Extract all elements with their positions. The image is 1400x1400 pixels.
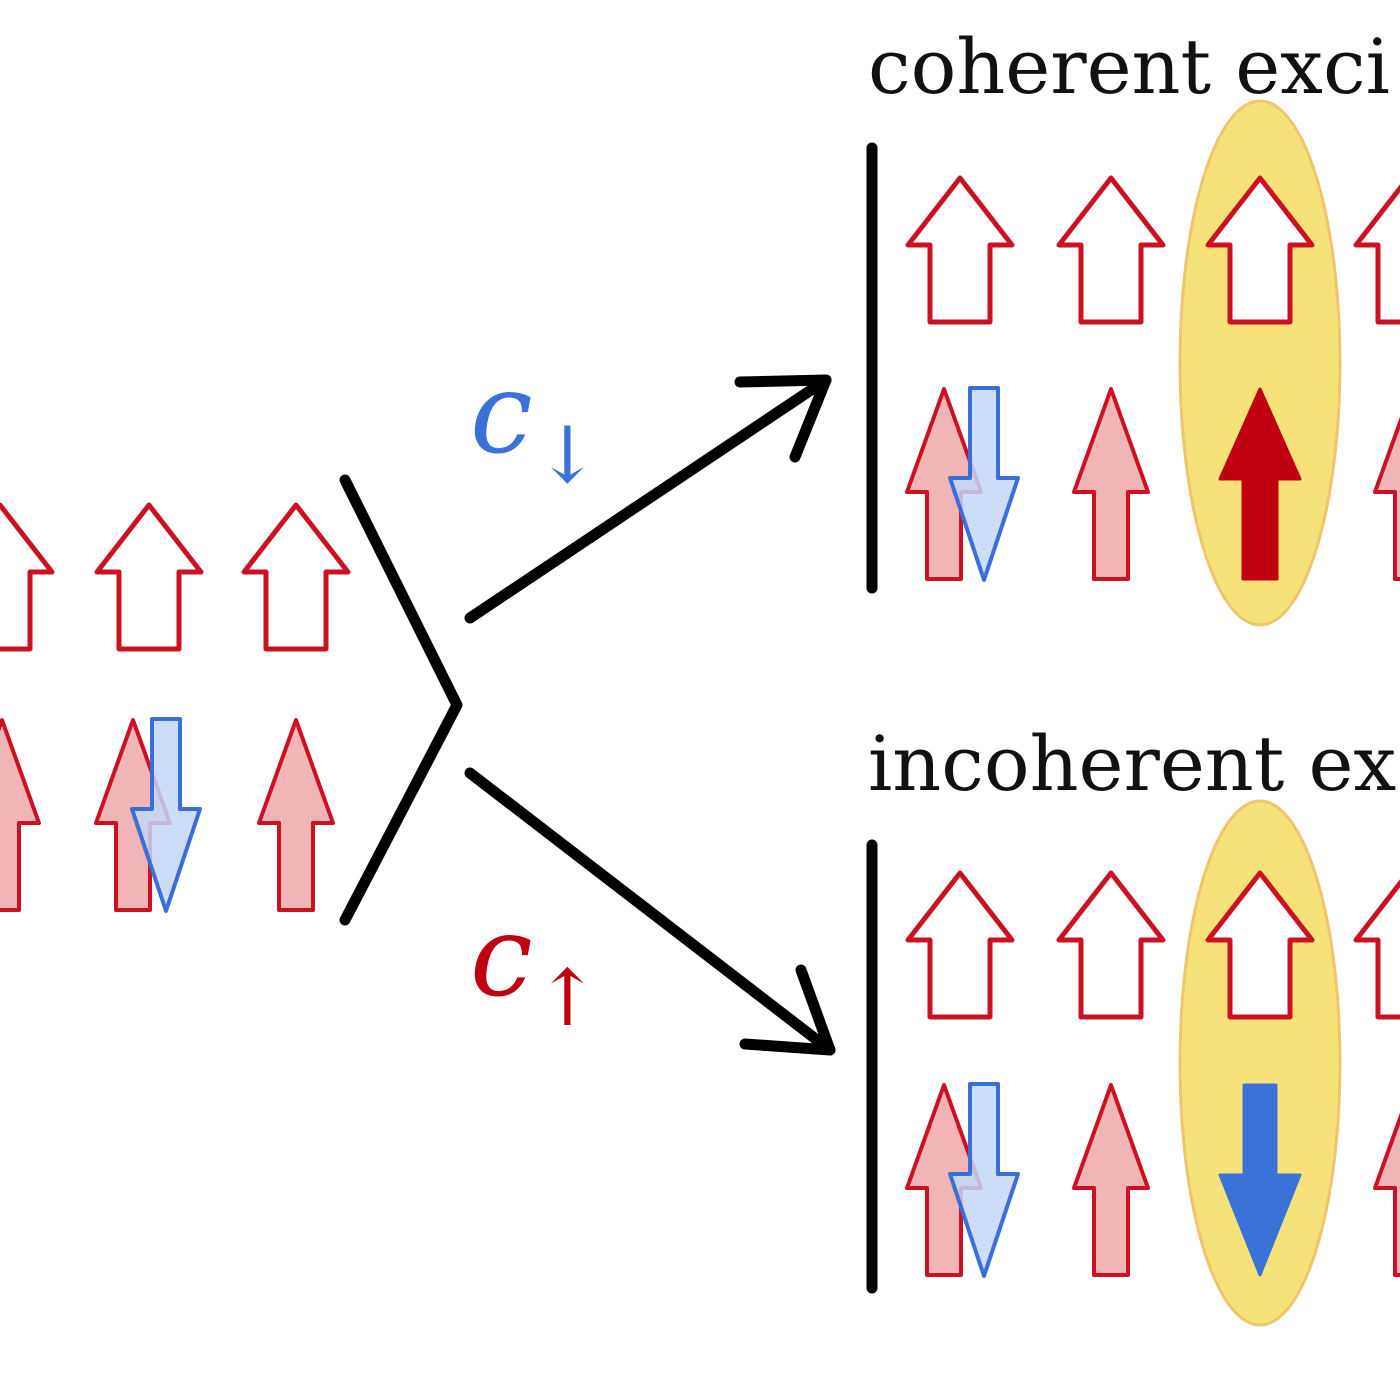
majority-spin-up-icon [97, 505, 201, 649]
minority-spin-up-icon [257, 718, 335, 912]
minority-spin-up-icon [1373, 1083, 1400, 1277]
incoherent-excitation-panel: incoherent ex [866, 719, 1400, 1327]
transition-arrow-upper-icon [464, 374, 832, 624]
majority-spin-up-icon [244, 505, 348, 649]
majority-spin-up-icon [908, 178, 1012, 322]
minority-spin-up-icon [1373, 387, 1400, 581]
state-ket-bracket [339, 474, 463, 926]
majority-spin-up-icon [1356, 178, 1400, 322]
coherent-excitation-panel: coherent exci [866, 22, 1400, 627]
initial-state [0, 474, 463, 926]
minority-spin-up-icon [1072, 1083, 1150, 1277]
transition-arrow-lower-icon [464, 767, 836, 1056]
coherent-excitation-title: coherent exci [868, 22, 1390, 111]
majority-spin-up-icon [0, 505, 52, 649]
minority-spin-up-icon [0, 718, 41, 912]
annihilation-operator-down-label: c↓ [470, 349, 600, 501]
majority-spin-up-icon [1059, 873, 1163, 1017]
incoherent-excitation-title: incoherent ex [868, 719, 1396, 808]
annihilation-operator-up-label: c↑ [470, 892, 600, 1044]
transition-arrows: c↓ c↑ [464, 349, 836, 1056]
majority-spin-up-icon [1356, 873, 1400, 1017]
majority-spin-up-icon [1059, 178, 1163, 322]
minority-spin-up-icon [1072, 387, 1150, 581]
majority-spin-up-icon [908, 873, 1012, 1017]
